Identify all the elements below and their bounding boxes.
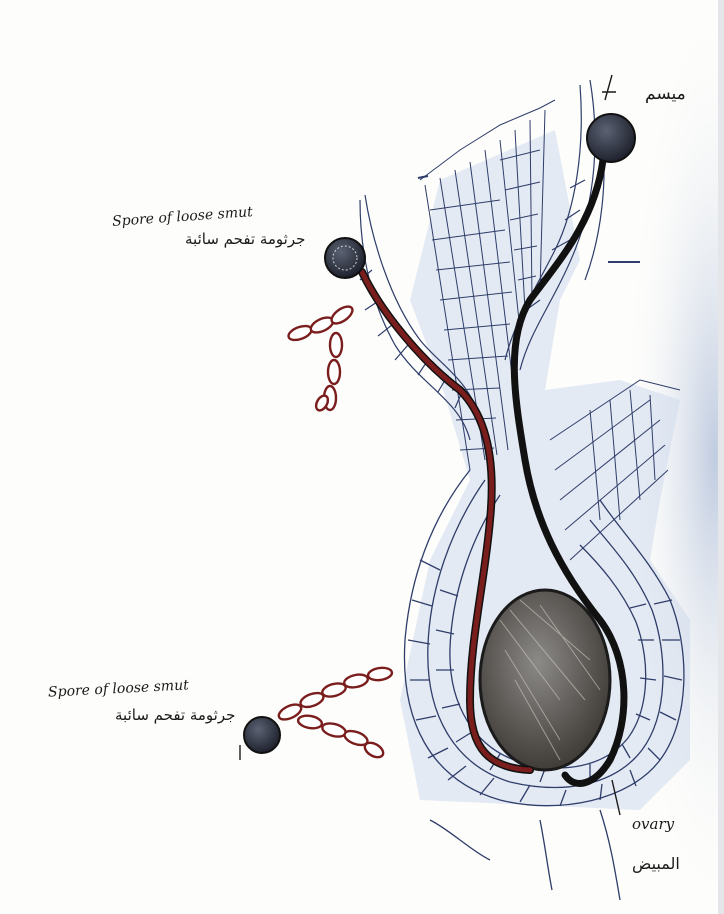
- stigma-label-ar: ميسم: [645, 86, 686, 103]
- spore-top-left: [325, 238, 365, 278]
- spore-top-label-ar: جرثومة تفحم سائبة: [185, 232, 305, 247]
- ovary-label-ar: المبيض: [632, 856, 680, 872]
- spore-germ-chain-bottom: [277, 666, 393, 760]
- ovary-label-en: ovary: [632, 817, 674, 832]
- spore-bottom-left: [244, 717, 280, 753]
- paper-edge: [718, 0, 724, 914]
- spore-bottom-label-ar: جرثومة تفحم سائبة: [115, 708, 235, 723]
- spore-germ-chain-top: [287, 303, 356, 412]
- spore-top-right: [587, 114, 635, 162]
